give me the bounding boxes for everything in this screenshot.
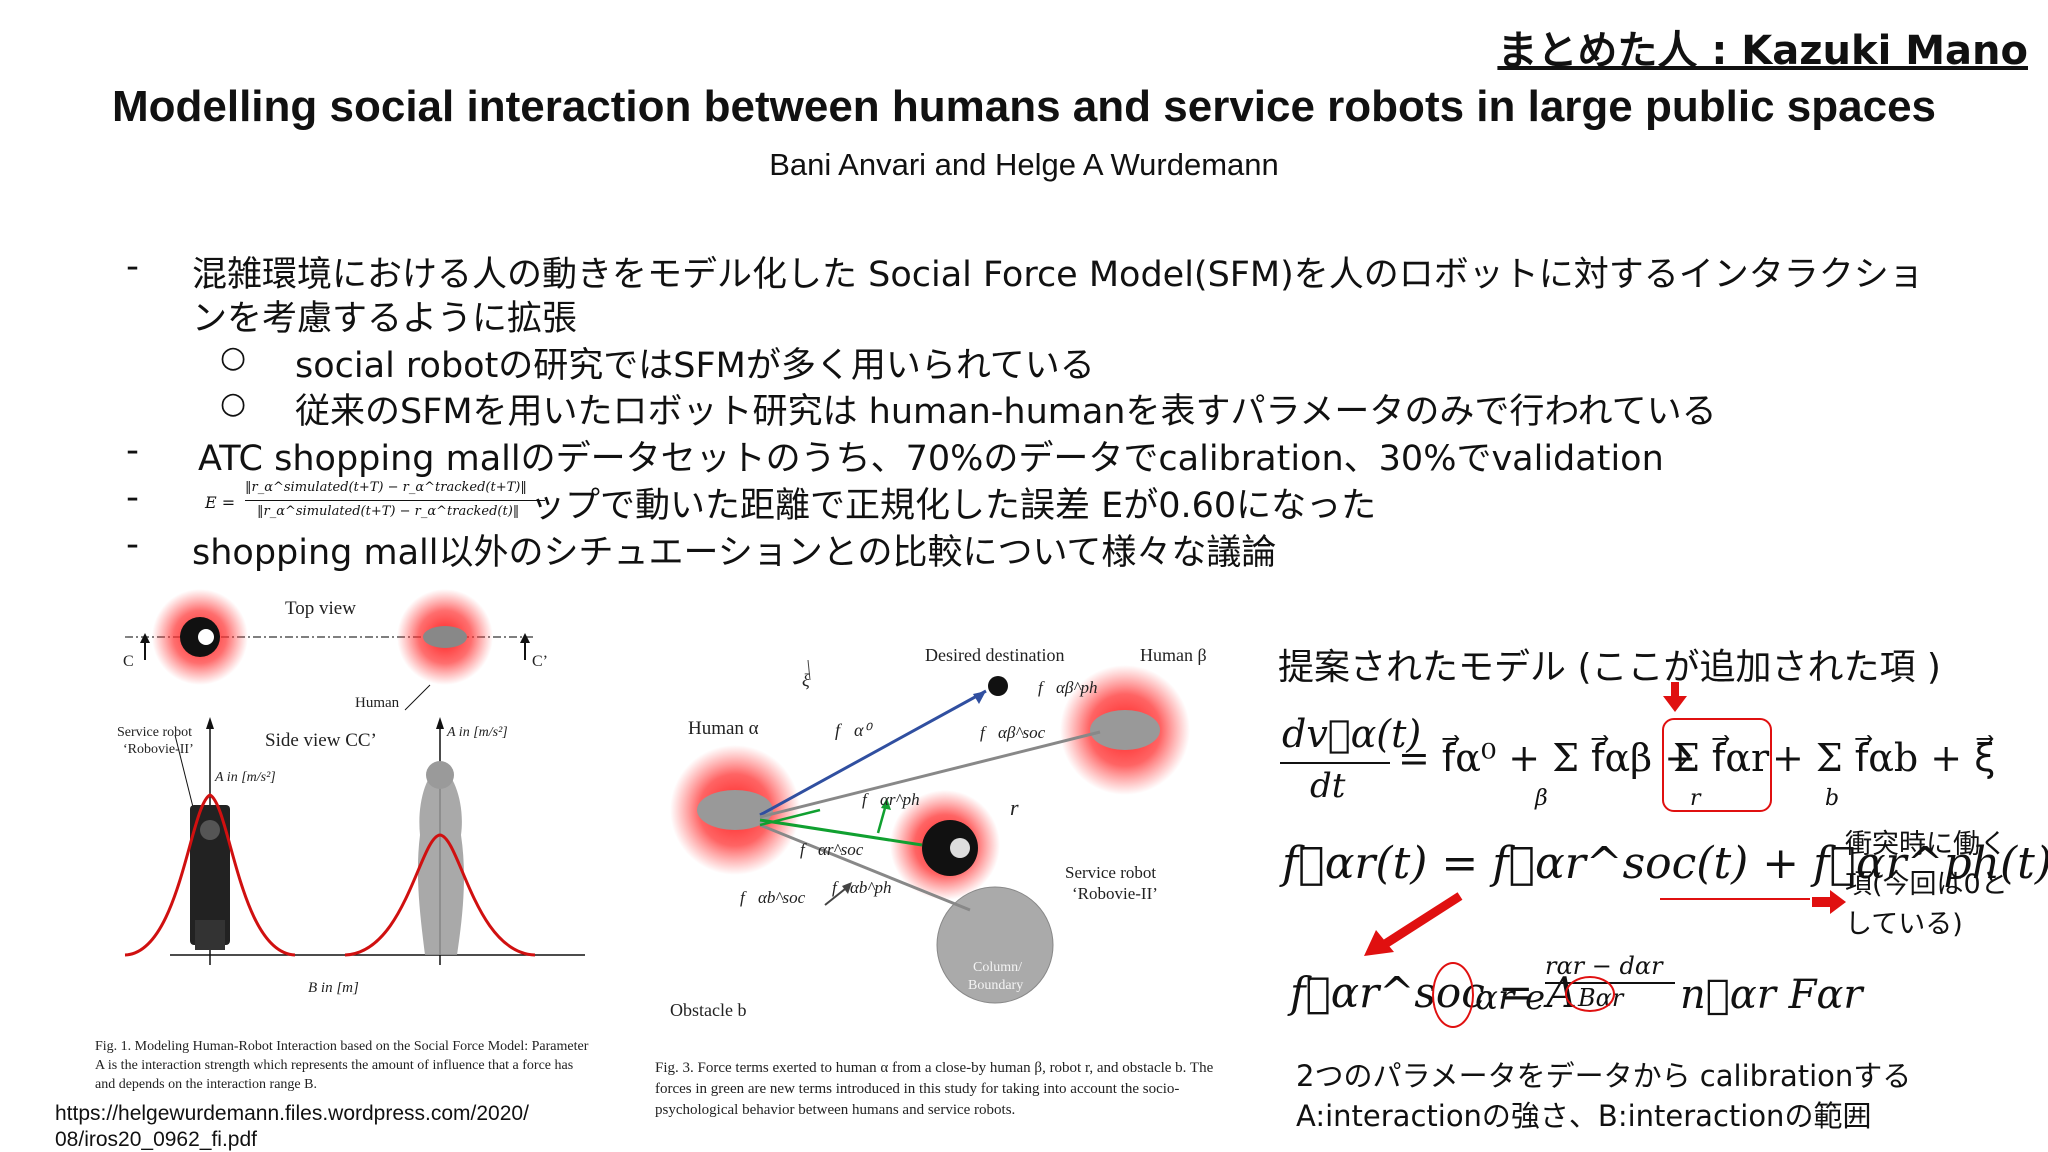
robovie-label: ‘Robovie-II’ bbox=[1072, 884, 1158, 903]
figure-3: Desired destination Human β Human α ξ⃗ f… bbox=[660, 630, 1240, 1030]
paper-title: Modelling social interaction between hum… bbox=[111, 82, 1937, 131]
human-beta-line bbox=[759, 730, 1101, 819]
fph-ab-label: f⃗αβ^ph bbox=[1038, 678, 1098, 697]
fsoc-ob-label: f⃗αb^soc bbox=[740, 888, 806, 907]
source-url-line-2: 08/iros20_0962_fi.pdf bbox=[55, 1128, 257, 1151]
eq1-highlight-term: Σ f⃗αr bbox=[1673, 736, 1770, 780]
eq1-sum-sub-beta: β bbox=[1535, 786, 1548, 811]
obstacle-line bbox=[759, 823, 971, 912]
robot-line bbox=[759, 818, 923, 847]
eq1-lhs-numerator: dv⃗α(t) bbox=[1282, 712, 1422, 756]
human-top-icon bbox=[423, 626, 467, 648]
note-arrow bbox=[1812, 890, 1846, 914]
paper-authors: Bani Anvari and Helge A Wurdemann bbox=[769, 147, 1279, 182]
robot-side-body bbox=[190, 805, 230, 945]
bullet-marker: - bbox=[126, 430, 139, 471]
side-view-label: Side view CC’ bbox=[265, 730, 377, 751]
sub-bullet-marker: ○ bbox=[220, 340, 247, 375]
desired-direction-arrow bbox=[759, 689, 987, 817]
human-force-curve bbox=[344, 833, 536, 957]
collision-note-line-3: している) bbox=[1845, 909, 1963, 940]
human-beta-label: Human β bbox=[1140, 645, 1207, 665]
author-credit: まとめた人 : Kazuki Mano bbox=[1497, 28, 2028, 74]
sub-bullet-marker: ○ bbox=[220, 386, 247, 421]
boundary-label: Boundary bbox=[968, 978, 1024, 993]
bullet-text: shopping mall以外のシチュエーションとの比較について様々な議論 bbox=[192, 533, 1277, 573]
service-robot-label: Service robot bbox=[117, 725, 193, 740]
figure-1: Top view C C’ Human Service robot ‘Robov… bbox=[95, 575, 605, 1015]
eq1-sum-sub-b: b bbox=[1825, 786, 1840, 811]
ph-term-underline bbox=[1660, 898, 1810, 900]
eq3-mid: αr e bbox=[1475, 978, 1546, 1018]
sub-bullet-text: 従来のSFMを用いたロボット研究は human-humanを表すパラメータのみで… bbox=[295, 392, 1717, 432]
obstacle-label: Obstacle b bbox=[670, 1000, 747, 1020]
figure-3-drawing bbox=[670, 659, 1190, 1004]
fsoc-ar-label: f⃗αr^soc bbox=[800, 840, 864, 859]
bullet-text: 混雑環境における人の動きをモデル化した Social Force Model(S… bbox=[192, 255, 1924, 295]
desired-destination-label: Desired destination bbox=[925, 645, 1065, 665]
collision-note-line-1: 衝突時に働く bbox=[1845, 829, 2007, 860]
eq1-rhs-part-c: + Σ f⃗αb + ξ⃗ bbox=[1772, 736, 1996, 780]
a-axis-right-label: A in [m/s²] bbox=[447, 725, 508, 740]
collision-note-line-2: 項(今回は0と bbox=[1845, 869, 2008, 900]
human-side-silhouette bbox=[417, 765, 464, 955]
eq1-lhs-denominator: dt bbox=[1310, 766, 1346, 806]
human-label: Human bbox=[355, 695, 400, 711]
r-label: r bbox=[1010, 795, 1019, 820]
figure-1-drawing bbox=[124, 589, 585, 965]
new-term-highlight-box bbox=[1662, 718, 1772, 812]
eq1-sum-sub-r: r bbox=[1690, 786, 1701, 811]
eq3-rhs: n⃗αr Fαr bbox=[1680, 972, 1863, 1018]
section-c-prime-label: C’ bbox=[532, 653, 548, 670]
fph-ob-label: f⃗αb^ph bbox=[832, 878, 892, 897]
a-axis-left-label: A in [m/s²] bbox=[215, 770, 276, 785]
bullet-text: ATC shopping mallのデータセットのうち、70%のデータでcali… bbox=[198, 439, 1664, 479]
a-param-circle bbox=[1432, 962, 1474, 1028]
eq2: f⃗αr(t) = f⃗αr^soc(t) + f⃗αr^ph(t) bbox=[1282, 838, 2048, 889]
figure-3-caption: Fig. 3. Force terms exerted to human α f… bbox=[655, 1060, 1214, 1118]
fph-ar-label: f⃗αr^ph bbox=[862, 790, 920, 809]
model-heading: 提案されたモデル (ここが追加された項 ) bbox=[1278, 647, 1941, 688]
b-axis-label: B in [m] bbox=[308, 980, 359, 996]
bullet-marker: - bbox=[126, 246, 139, 287]
bullet-marker: - bbox=[126, 524, 139, 565]
bullet-text-cont: ンを考慮するように拡張 bbox=[192, 299, 578, 339]
column-label: Column/ bbox=[973, 960, 1023, 975]
fsoc-ab-label: f⃗αβ^soc bbox=[980, 723, 1046, 742]
robot-force-curve bbox=[124, 793, 296, 957]
human-beta-icon bbox=[1090, 710, 1160, 750]
section-c-label: C bbox=[123, 653, 134, 670]
parameter-meaning: A:interactionの強さ、B:interactionの範囲 bbox=[1296, 1099, 1872, 1133]
eq3-exponent-numerator: rαr − dαr bbox=[1545, 952, 1663, 980]
bullet-marker: - bbox=[126, 477, 139, 518]
sub-bullet-text: social robotの研究ではSFMが多く用いられている bbox=[295, 346, 1095, 386]
bullet-text: ップで動いた距離で正規化した誤差 Eが0.60になった bbox=[530, 486, 1377, 526]
f0-label: f⃗α⁰ bbox=[835, 720, 871, 740]
destination-marker bbox=[988, 676, 1008, 696]
figure-1-caption: Fig. 1. Modeling Human-Robot Interaction… bbox=[95, 1039, 589, 1092]
robovie-label: ‘Robovie-II’ bbox=[123, 742, 194, 757]
diagonal-arrow bbox=[1364, 892, 1463, 956]
top-view-label: Top view bbox=[285, 598, 356, 619]
human-alpha-icon bbox=[697, 790, 773, 830]
heading-arrow bbox=[1663, 682, 1687, 712]
eq1-rhs-part-a: = f⃗α⁰ + Σ f⃗αβ + bbox=[1398, 736, 1697, 780]
column-obstacle bbox=[937, 887, 1053, 1003]
calibration-note: 2つのパラメータをデータから calibrationする bbox=[1296, 1059, 1912, 1093]
human-alpha-label: Human α bbox=[688, 718, 759, 739]
source-url-line-1: https://helgewurdemann.files.wordpress.c… bbox=[55, 1102, 529, 1125]
service-robot-label: Service robot bbox=[1065, 863, 1157, 882]
b-param-circle bbox=[1565, 976, 1615, 1012]
xi-label: ξ⃗ bbox=[802, 670, 824, 690]
